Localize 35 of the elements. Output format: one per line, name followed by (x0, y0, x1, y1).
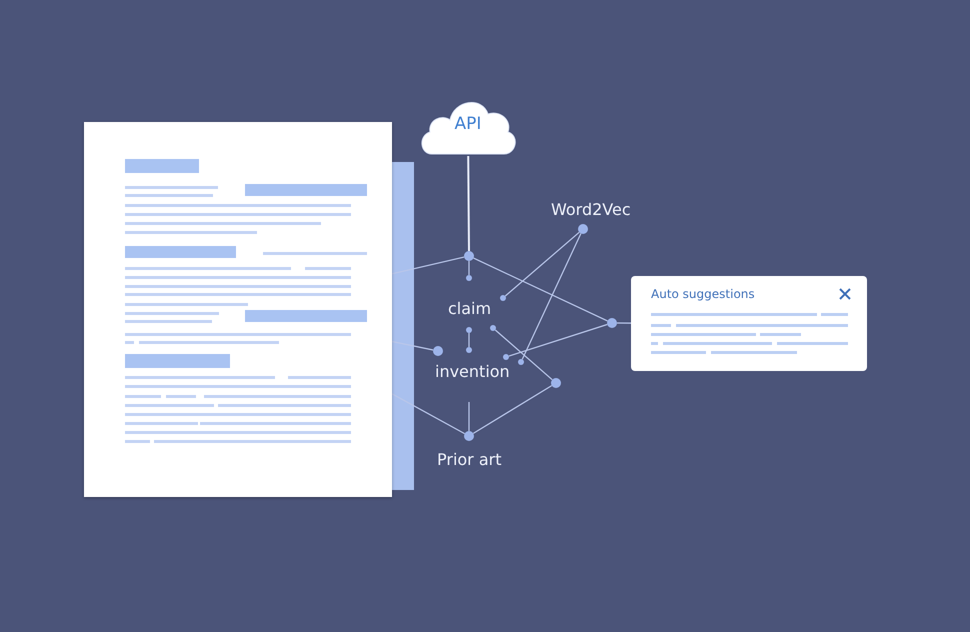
connector-line (392, 256, 464, 274)
network-dot (500, 295, 506, 301)
connector-line (392, 393, 465, 434)
connector-line (472, 385, 552, 434)
network-dot (518, 359, 524, 365)
term-label: Prior art (437, 450, 502, 469)
connector-line (468, 402, 470, 431)
network-dot (503, 354, 509, 360)
network-dot (466, 347, 472, 353)
connector-line (617, 322, 631, 324)
term-label: claim (448, 299, 492, 318)
connector-line (392, 340, 434, 351)
network-dot (607, 318, 617, 328)
suggestion-panel (631, 276, 867, 371)
network-dot (464, 251, 474, 261)
network-dot (551, 378, 561, 388)
connector-line (468, 333, 470, 347)
connector-line (504, 232, 580, 296)
term-label: Word2Vec (551, 200, 631, 219)
connector-line (494, 330, 553, 380)
cloud-label: API (454, 114, 482, 134)
network-dot (433, 346, 443, 356)
network-dot (466, 327, 472, 333)
connector-line (522, 233, 582, 360)
connector-line (508, 324, 608, 357)
network-dot (578, 224, 588, 234)
network-dot (466, 275, 472, 281)
connector-line (468, 261, 470, 275)
document-page (84, 122, 392, 497)
network-dot (490, 325, 496, 331)
connector-line (473, 258, 608, 322)
connector-line (467, 156, 470, 251)
network-dot (464, 431, 474, 441)
term-label: invention (435, 362, 510, 381)
panel-title: Auto suggestions (651, 287, 755, 301)
